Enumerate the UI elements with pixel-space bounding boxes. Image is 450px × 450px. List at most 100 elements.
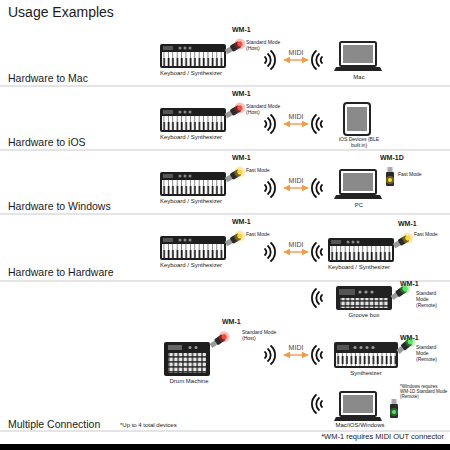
- wireless-waves: [265, 115, 275, 133]
- device-label: Mac: [334, 74, 384, 81]
- keyboard-illustration: [160, 108, 226, 132]
- drum-machine-illustration: [164, 342, 210, 376]
- adapter-name: WM-1: [232, 90, 262, 98]
- adapter-node: WM-1Standard Mode (Host): [226, 90, 284, 138]
- adapter-node: WM-1Fast Mode: [226, 218, 284, 266]
- section-label: Hardware to Hardware: [8, 266, 158, 278]
- adapter-name: WM-1: [232, 154, 262, 162]
- laptop-illustration: [334, 42, 382, 71]
- wm1-adapter: [223, 36, 247, 56]
- bottom-bar: [0, 444, 450, 450]
- adapter-node: WM-1Standard Mode (Host): [212, 318, 284, 368]
- wireless-waves: [265, 51, 275, 69]
- device-node: PC: [308, 164, 380, 210]
- device-node: Keyboard / Synthesizer: [158, 106, 230, 146]
- device-label: Mac/iOS/Windows: [322, 422, 398, 429]
- adapter-node: WM-1Standard Mode (Host): [226, 26, 284, 74]
- midi-arrow: [284, 123, 308, 124]
- tablet-illustration: [344, 103, 370, 135]
- wireless-waves: [312, 289, 322, 307]
- device-node: Synthesizer: [308, 336, 396, 380]
- device-node: Drum Machine: [160, 338, 218, 388]
- adapter-node: WM-1Standard Mode (Remote): [396, 334, 450, 370]
- note-text: *Up to 4 total devices: [120, 422, 220, 429]
- midi-arrow: [284, 59, 308, 60]
- adapter-name: WM-1: [232, 218, 262, 226]
- wireless-waves: [312, 179, 322, 197]
- device-node: Keyboard / Synthesizer: [158, 234, 230, 274]
- midi-arrow: [284, 354, 308, 355]
- wireless-waves: [312, 395, 322, 413]
- adapter-node: WM-1Fast Mode: [226, 154, 284, 202]
- laptop-illustration: [334, 170, 382, 199]
- keyboard-illustration: [328, 238, 394, 262]
- wireless-waves: [265, 346, 275, 364]
- footnote: *WM-1 requires MIDI OUT connector: [200, 433, 444, 442]
- groove-box-illustration: [336, 286, 392, 310]
- adapter-node: WM-1Standard Mode (Remote): [396, 280, 450, 316]
- device-label: iOS Devices (BLE built in): [339, 137, 379, 149]
- mode-label: Fast Mode: [398, 172, 442, 178]
- device-node: iOS Devices (BLE built in): [308, 98, 390, 150]
- adapter-name: WM-1: [400, 334, 430, 342]
- device-label: Groove box: [336, 312, 392, 319]
- mode-label: Standard Mode (Remote): [416, 291, 450, 308]
- wm1-adapter: [223, 164, 247, 184]
- device-label: Keyboard / Synthesizer: [328, 264, 396, 271]
- laptop-illustration: [334, 392, 382, 421]
- wm1-adapter: [208, 329, 232, 350]
- device-node: Keyboard / Synthesizer: [158, 170, 230, 210]
- wireless-waves: [312, 51, 322, 69]
- wireless-waves: [265, 179, 275, 197]
- device-node: Keyboard / Synthesizer: [308, 228, 396, 274]
- edge-label: MIDI: [276, 241, 316, 249]
- adapter-name: WM-1: [232, 26, 262, 34]
- section-label: Hardware to iOS: [8, 136, 158, 148]
- mode-label: Fast Mode: [246, 168, 282, 174]
- mode-label: Standard Mode (Remote): [416, 345, 450, 362]
- device-label: Drum Machine: [160, 378, 218, 385]
- device-label: Keyboard / Synthesizer: [160, 70, 230, 77]
- edge-label: MIDI: [276, 344, 316, 352]
- title: Usage Examples: [8, 4, 208, 20]
- synthesizer-illustration: [334, 342, 398, 368]
- mode-label: Standard Mode (Host): [242, 330, 278, 342]
- wireless-waves: [312, 346, 322, 364]
- edge-label: MIDI: [276, 177, 316, 185]
- wm1d-adapter: [386, 167, 394, 186]
- device-label: Keyboard / Synthesizer: [160, 134, 230, 141]
- device-label: Keyboard / Synthesizer: [160, 262, 230, 269]
- adapter-name: WM-1: [222, 318, 252, 326]
- wm1-adapter: [223, 100, 247, 120]
- note-text: *Windows requires WM-1D Standard Mode (R…: [400, 384, 448, 400]
- section-label: Hardware to Mac: [8, 72, 158, 84]
- section-label: Multiple Connection: [8, 418, 120, 430]
- adapter-node: WM-1D Fast Mode: [380, 154, 444, 190]
- wireless-waves: [312, 115, 322, 133]
- section-separators: [0, 86, 450, 431]
- adapter-node: WM-1Fast Mode: [394, 220, 448, 250]
- mode-label: Standard Mode (Host): [246, 104, 282, 116]
- adapter-node: *Windows requires WM-1D Standard Mode (R…: [388, 384, 448, 424]
- adapter-name: WM-1: [400, 280, 430, 288]
- device-node: Groove box: [308, 282, 396, 322]
- keyboard-illustration: [160, 172, 226, 196]
- wm1d-adapter: [390, 399, 398, 418]
- device-node: Mac/iOS/Windows: [308, 386, 388, 430]
- device-node: Mac: [308, 36, 390, 82]
- mode-label: Standard Mode (Host): [246, 40, 282, 52]
- edge-label: MIDI: [276, 113, 316, 121]
- adapter-name: WM-1D: [380, 154, 420, 162]
- section-label: Hardware to Windows: [8, 200, 158, 212]
- midi-arrow: [284, 187, 308, 188]
- wireless-waves: [312, 243, 322, 261]
- wireless-waves: [265, 243, 275, 261]
- adapter-name: WM-1: [398, 220, 428, 228]
- keyboard-illustration: [160, 44, 226, 68]
- mode-label: Fast Mode: [246, 232, 282, 238]
- device-label: Synthesizer: [334, 370, 398, 377]
- midi-arrow: [284, 251, 308, 252]
